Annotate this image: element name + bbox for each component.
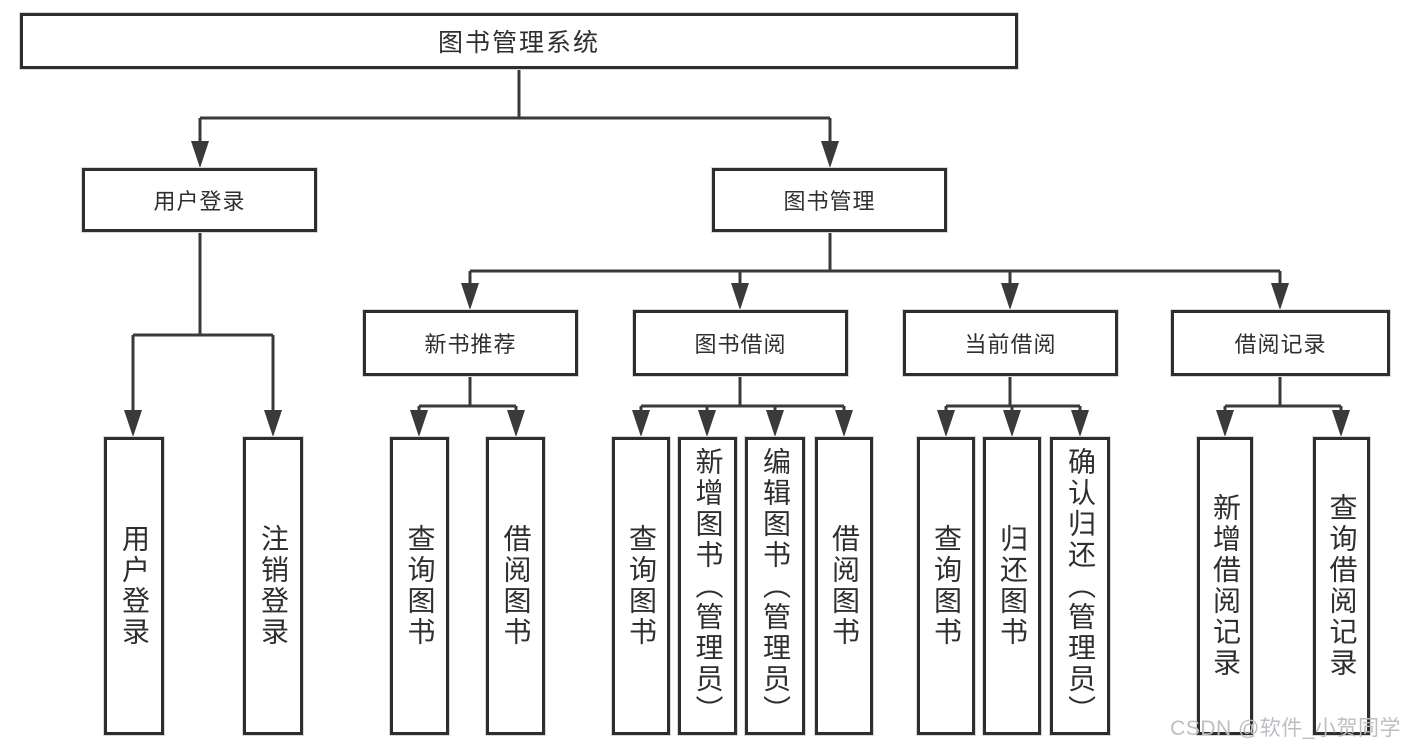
node-label: 查询图书 [404, 524, 436, 648]
arrow-down-icon [698, 410, 716, 437]
arrow-down-icon [410, 410, 428, 437]
leaf-logout: 注销登录 [243, 437, 303, 735]
node-label: 查询图书 [626, 524, 657, 648]
arrow-down-icon [124, 410, 142, 437]
arrow-down-icon [1332, 410, 1350, 437]
arrow-down-icon [1071, 410, 1089, 437]
node-label: 查询图书 [931, 524, 962, 648]
leaf-borrow-books-recommend: 借阅图书 [486, 437, 545, 735]
node-book-management: 图书管理 [712, 168, 947, 232]
node-label: 注销登录 [258, 524, 289, 648]
node-label: 归还图书 [997, 524, 1028, 648]
arrow-down-icon [1001, 283, 1019, 310]
leaf-user-login: 用户登录 [104, 437, 164, 735]
arrow-down-icon [1271, 283, 1289, 310]
connector-new-book-recommend-children [410, 376, 525, 437]
arrow-down-icon [1216, 410, 1234, 437]
leaf-query-books-borrow: 查询图书 [612, 437, 670, 735]
connector-borrow-records-children [1216, 376, 1350, 437]
node-label: 新增借阅记录 [1210, 493, 1241, 679]
node-label: 图书借阅 [694, 332, 787, 357]
leaf-borrow-books: 借阅图书 [815, 437, 873, 735]
node-label: 确认归还（管理员） [1065, 446, 1096, 726]
node-label: 图书管理 [783, 189, 876, 214]
node-label: 查询借阅记录 [1326, 493, 1358, 679]
arrow-down-icon [731, 283, 749, 310]
arrow-down-icon [264, 410, 282, 437]
node-label: 借阅记录 [1234, 332, 1327, 357]
watermark: CSDN @软件_小贺同学 [1170, 717, 1401, 740]
node-label: 借阅图书 [500, 524, 532, 648]
arrow-down-icon [937, 410, 955, 437]
leaf-query-books-recommend: 查询图书 [390, 437, 449, 735]
node-library-management-system: 图书管理系统 [20, 13, 1018, 69]
connector-current-borrow-children [937, 376, 1089, 437]
arrow-down-icon [461, 283, 479, 310]
node-borrow-records: 借阅记录 [1171, 310, 1390, 376]
leaf-confirm-return-admin: 确认归还（管理员） [1050, 437, 1110, 735]
node-current-borrow: 当前借阅 [903, 310, 1118, 376]
connector-book-management-children [461, 232, 1289, 310]
connector-root-to-level2 [191, 69, 839, 168]
node-label: 新书推荐 [424, 332, 517, 357]
node-label: 用户登录 [153, 189, 246, 214]
arrow-down-icon [632, 410, 650, 437]
node-new-book-recommend: 新书推荐 [363, 310, 578, 376]
leaf-edit-book-admin: 编辑图书（管理员） [745, 437, 805, 735]
node-label: 用户登录 [119, 524, 150, 648]
node-label: 编辑图书（管理员） [760, 446, 791, 726]
leaf-return-book: 归还图书 [983, 437, 1041, 735]
leaf-add-borrow-record: 新增借阅记录 [1197, 437, 1253, 735]
arrow-down-icon [835, 410, 853, 437]
arrow-down-icon [507, 410, 525, 437]
node-label: 借阅图书 [829, 524, 860, 648]
node-user-login: 用户登录 [82, 168, 317, 232]
leaf-query-borrow-record: 查询借阅记录 [1313, 437, 1370, 735]
arrow-down-icon [1003, 410, 1021, 437]
leaf-add-book-admin: 新增图书（管理员） [678, 437, 737, 735]
node-label: 当前借阅 [964, 332, 1057, 357]
node-label: 图书管理系统 [437, 29, 600, 57]
connector-book-borrow-children [632, 376, 853, 437]
arrow-down-icon [191, 141, 209, 168]
arrow-down-icon [821, 141, 839, 168]
connector-user-login-children [124, 232, 282, 437]
node-label: 新增图书（管理员） [692, 446, 724, 726]
node-book-borrow: 图书借阅 [633, 310, 848, 376]
arrow-down-icon [766, 410, 784, 437]
leaf-query-books-current: 查询图书 [917, 437, 975, 735]
